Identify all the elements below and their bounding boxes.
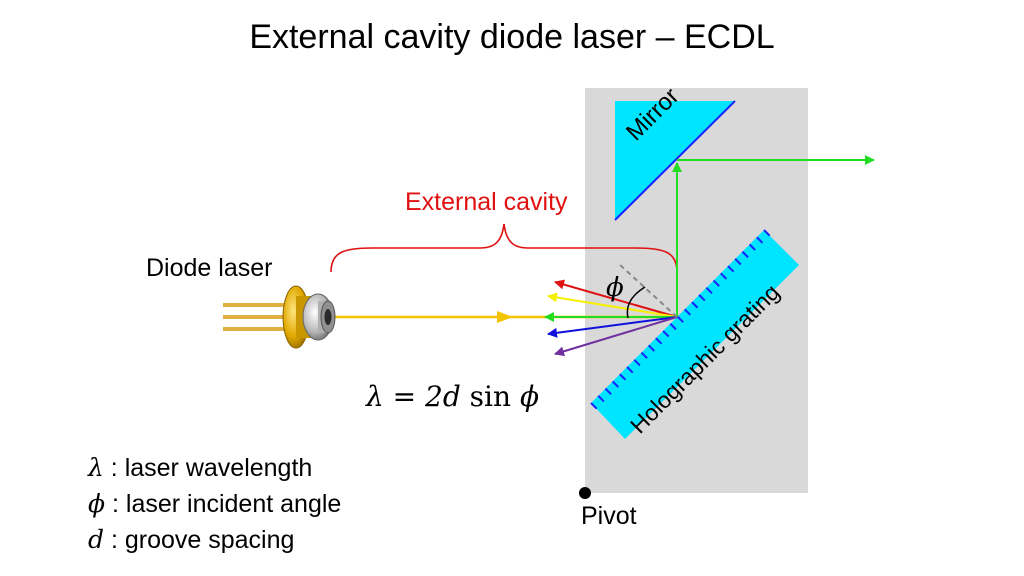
grating-groove [662, 330, 670, 338]
grating-groove [698, 294, 706, 302]
incident-angle-arc [626, 286, 646, 319]
grating-groove [727, 265, 735, 273]
grating-groove [720, 272, 728, 280]
ray-yellow [547, 292, 678, 318]
external-cavity-brace [330, 223, 678, 273]
grating-groove [748, 243, 756, 251]
grating-groove [611, 380, 619, 388]
legend-symbol: d [88, 525, 105, 554]
grating-groove [604, 387, 612, 395]
grating-groove [619, 373, 627, 381]
grating-equation: λ = 2d sin ϕ [366, 380, 539, 413]
grating-groove [691, 301, 699, 309]
grating-groove [633, 359, 641, 367]
diode-laser-package [223, 285, 336, 349]
diode-laser-label: Diode laser [146, 254, 273, 282]
legend-item: λ : laser wavelength [88, 453, 312, 483]
phi-symbol: ϕ [606, 273, 624, 303]
legend-symbol: ϕ [88, 489, 106, 518]
equation-lhs: λ = 2 [366, 380, 443, 413]
equation-d: d [442, 380, 461, 413]
grating-groove [756, 236, 764, 244]
grating-groove [676, 315, 684, 323]
ray-purple [554, 316, 678, 357]
legend-text: : groove spacing [104, 526, 295, 554]
legend-text: : laser incident angle [105, 490, 342, 518]
page-title: External cavity diode laser – ECDL [249, 18, 775, 56]
ray-red [554, 279, 678, 318]
grating-groove [741, 250, 749, 258]
incident-beam-arrow [497, 311, 513, 323]
grating-groove [712, 279, 720, 287]
grating-grooves [590, 229, 771, 410]
grating-groove [684, 308, 692, 316]
grating-groove [590, 402, 598, 410]
pivot-point [579, 487, 591, 499]
grating-groove [734, 258, 742, 266]
legend-symbol: λ [88, 453, 104, 482]
external-cavity-label: External cavity [405, 188, 568, 216]
grating-groove [705, 286, 713, 295]
pivot-label: Pivot [581, 502, 637, 530]
grating-groove [669, 323, 677, 331]
grating-normal [618, 263, 678, 318]
holographic-grating [591, 230, 799, 439]
grating-groove [597, 395, 605, 403]
grating-groove [655, 337, 663, 345]
mirror-reflective-edge [614, 100, 736, 221]
grating-groove [647, 344, 656, 352]
ray-blue [547, 316, 678, 338]
legend-item: ϕ : laser incident angle [88, 489, 341, 519]
legend-item: d : groove spacing [88, 525, 294, 555]
grating-groove [763, 229, 771, 237]
grating-groove [640, 351, 648, 359]
equation-sin: sin [460, 380, 520, 413]
grating-groove [626, 366, 634, 374]
equation-phi: ϕ [519, 380, 540, 413]
legend-text: : laser wavelength [103, 454, 313, 482]
